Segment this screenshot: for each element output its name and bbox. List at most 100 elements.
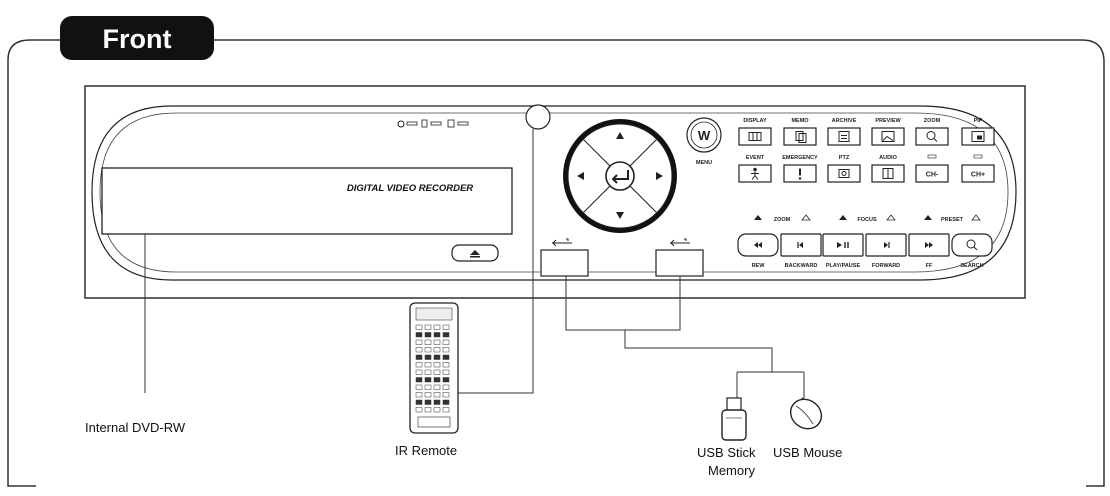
audio-icon — [882, 168, 894, 179]
playback-button-label: FORWARD — [872, 263, 900, 269]
alert-icon — [798, 168, 802, 180]
playback-button-3[interactable]: FORWARD — [865, 233, 907, 269]
function-button-label: ZOOM — [924, 118, 941, 124]
person-icon — [751, 167, 759, 180]
function-button-label: DISPLAY — [743, 118, 767, 124]
pip-icon — [971, 131, 985, 142]
svg-text:CH+: CH+ — [971, 172, 985, 179]
connector-lines — [144, 129, 805, 400]
menu-icon: W — [698, 128, 711, 143]
function-button-4[interactable]: ZOOM — [915, 118, 949, 146]
function-button-label: PIP — [974, 118, 983, 124]
copy-icon — [795, 131, 807, 143]
right-arrow-icon[interactable] — [656, 172, 663, 180]
function-button-3[interactable]: PREVIEW — [871, 118, 905, 146]
enter-icon — [611, 170, 629, 184]
grid-icon — [748, 132, 762, 141]
control-group-preset: PRESET — [924, 214, 981, 223]
usb-icon — [670, 238, 690, 247]
control-group-focus: FOCUS — [839, 214, 896, 223]
playback-button-0[interactable]: REW — [737, 233, 779, 269]
up-arrow-icon[interactable] — [616, 132, 624, 139]
usb-mouse-icon — [789, 397, 823, 430]
nav-pad — [563, 119, 677, 233]
svg-text:CH-: CH- — [926, 172, 939, 179]
playback-button-label: PLAY/PAUSE — [826, 263, 861, 269]
function-button-1[interactable]: MEMO — [783, 118, 817, 146]
ir-sensor — [525, 104, 551, 130]
function-button-label: PTZ — [839, 155, 850, 161]
playback-button-4[interactable]: FF — [908, 233, 950, 269]
control-group-label: PRESET — [941, 217, 964, 223]
eject-icon — [470, 250, 480, 258]
playback-button-1[interactable]: BACKWARD — [780, 233, 822, 269]
callout-dvd: Internal DVD-RW — [85, 420, 186, 435]
playback-buttons: REW BACKWARD PLAY/PAUSE FORWARD FF SEARCH — [737, 233, 993, 269]
function-button-2-5[interactable]: CH+ — [961, 154, 995, 183]
usb-stick-icon — [721, 397, 747, 441]
network-led-icon — [447, 119, 455, 128]
function-buttons-row1: DISPLAY MEMO ARCHIVE PREVIEW ZOOM PIP — [738, 118, 995, 146]
zoom-icon — [926, 131, 938, 142]
control-groups: ZOOM FOCUS PRESET — [754, 214, 981, 223]
playback-button-label: BACKWARD — [785, 263, 818, 269]
function-button-2-2[interactable]: PTZ — [827, 155, 861, 183]
function-button-2[interactable]: ARCHIVE — [827, 118, 861, 146]
function-button-2-0[interactable]: EVENT — [738, 155, 772, 183]
playback-button-label: SEARCH — [960, 263, 983, 269]
callout-remote: IR Remote — [395, 443, 457, 458]
status-leds — [397, 119, 469, 128]
section-title-tab — [60, 16, 214, 60]
control-group-label: ZOOM — [774, 217, 791, 223]
step-back-icon — [797, 242, 803, 248]
function-button-label: MEMO — [791, 118, 809, 124]
rewind-icon — [754, 242, 762, 248]
function-button-2-4[interactable]: CH- — [915, 154, 949, 183]
archive-icon — [838, 131, 850, 142]
function-button-label: ARCHIVE — [832, 118, 857, 124]
section-title: Front — [103, 24, 172, 54]
play-pause-icon — [837, 242, 849, 248]
function-buttons-row2: EVENT EMERGENCY PTZ AUDIO CH- CH+ — [738, 154, 995, 183]
menu-label: MENU — [696, 160, 712, 166]
dvd-tray[interactable] — [101, 167, 513, 235]
control-group-label: FOCUS — [857, 217, 877, 223]
usb-port-1[interactable] — [540, 238, 589, 277]
playback-button-2[interactable]: PLAY/PAUSE — [822, 233, 864, 269]
section-frame — [7, 39, 1105, 487]
power-led-icon — [397, 120, 405, 128]
function-button-label: AUDIO — [879, 155, 897, 161]
function-button-label: PREVIEW — [875, 118, 901, 124]
left-arrow-icon[interactable] — [577, 172, 584, 180]
playback-button-5[interactable]: SEARCH — [951, 233, 993, 269]
callout-usb-stick: USB Stick — [697, 445, 756, 460]
brand-text: DIGITAL VIDEO RECORDER — [347, 183, 473, 194]
callout-usb-stick-memory: Memory — [708, 463, 755, 478]
playback-button-label: FF — [926, 263, 933, 269]
menu-button[interactable] — [686, 117, 722, 153]
function-button-5[interactable]: PIP — [961, 118, 995, 146]
panel-inner-body — [91, 105, 1017, 281]
control-group-zoom: ZOOM — [754, 214, 811, 223]
enter-button[interactable] — [605, 161, 635, 191]
playback-button-label: REW — [752, 263, 766, 269]
down-arrow-icon[interactable] — [616, 212, 624, 219]
ir-remote — [409, 302, 459, 434]
step-forward-icon — [884, 242, 890, 248]
function-button-2-3[interactable]: AUDIO — [871, 155, 905, 183]
function-button-label: EMERGENCY — [782, 155, 818, 161]
image-icon — [881, 131, 895, 142]
function-button-2-1[interactable]: EMERGENCY — [782, 155, 818, 183]
usb-port-2[interactable] — [655, 238, 704, 277]
search-icon — [966, 239, 978, 251]
usb-icon — [552, 238, 572, 247]
function-button-0[interactable]: DISPLAY — [738, 118, 772, 146]
ch-minus-icon: CH- — [926, 172, 939, 179]
ch-plus-icon: CH+ — [971, 172, 985, 179]
callout-usb-mouse: USB Mouse — [773, 445, 842, 460]
function-button-label: EVENT — [746, 155, 765, 161]
camera-icon — [838, 169, 850, 178]
hdd-led-icon — [421, 119, 428, 128]
